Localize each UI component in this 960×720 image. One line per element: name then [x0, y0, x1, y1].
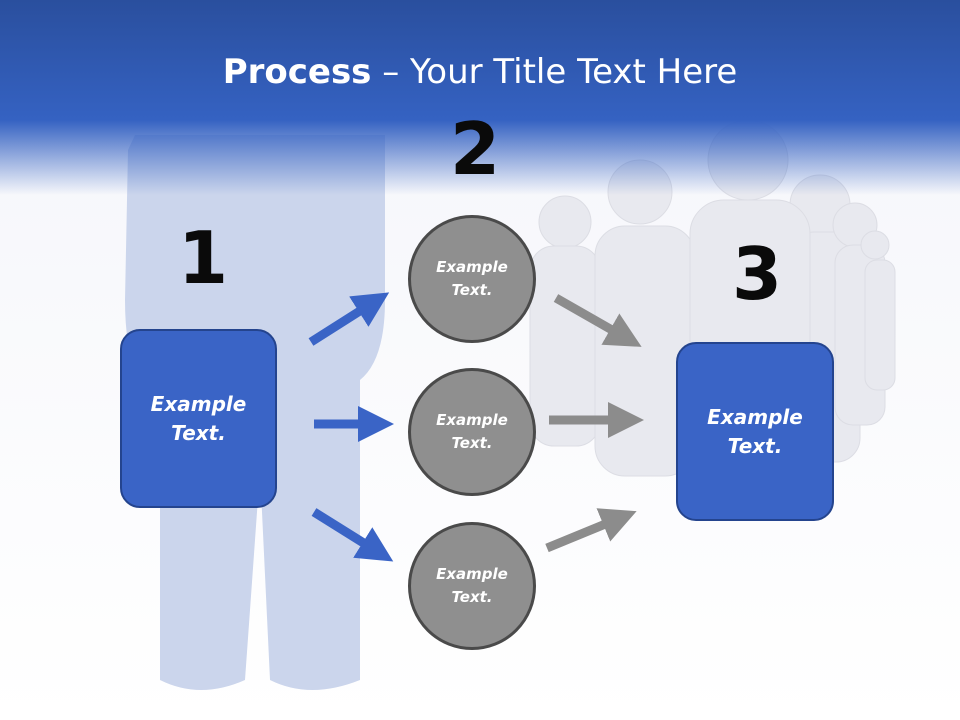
step-2-number: 2	[450, 107, 501, 191]
title-bold: Process	[222, 52, 372, 92]
step-1-box: Example Text.	[120, 329, 277, 508]
arrow-1-to-top	[308, 292, 390, 346]
arrow-1-to-bottom	[311, 508, 394, 562]
step-2-circle-middle: Example Text.	[408, 368, 536, 496]
step-1-number: 1	[178, 216, 229, 300]
step-1-text: Example Text.	[150, 391, 247, 445]
title-bar	[0, 0, 960, 195]
title-rest: – Your Title Text Here	[371, 52, 738, 92]
step-3-text: Example Text.	[707, 404, 803, 458]
arrow-bottom-to-3	[545, 508, 637, 553]
circle-bottom-text: Example Text.	[436, 565, 508, 606]
step-2-circle-top: Example Text.	[408, 215, 536, 343]
arrow-top-to-3	[553, 294, 642, 347]
slide-title: Process – Your Title Text Here	[0, 52, 960, 92]
step-3-box: Example Text.	[676, 342, 834, 521]
step-2-circle-bottom: Example Text.	[408, 522, 536, 650]
circle-middle-text: Example Text.	[436, 411, 508, 452]
step-3-number: 3	[732, 232, 783, 316]
circle-top-text: Example Text.	[436, 258, 508, 299]
